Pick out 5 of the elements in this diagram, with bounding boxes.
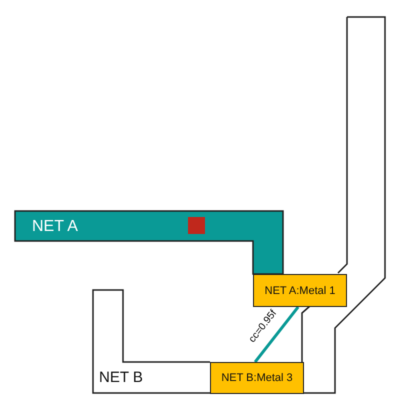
net-label: NET A xyxy=(32,218,78,236)
coupling-line xyxy=(254,306,300,363)
metal-layer-box: NET A:Metal 1 xyxy=(253,274,347,307)
metal-layer-box: NET B:Metal 3 xyxy=(210,362,304,394)
net-label: NET B xyxy=(99,369,143,386)
